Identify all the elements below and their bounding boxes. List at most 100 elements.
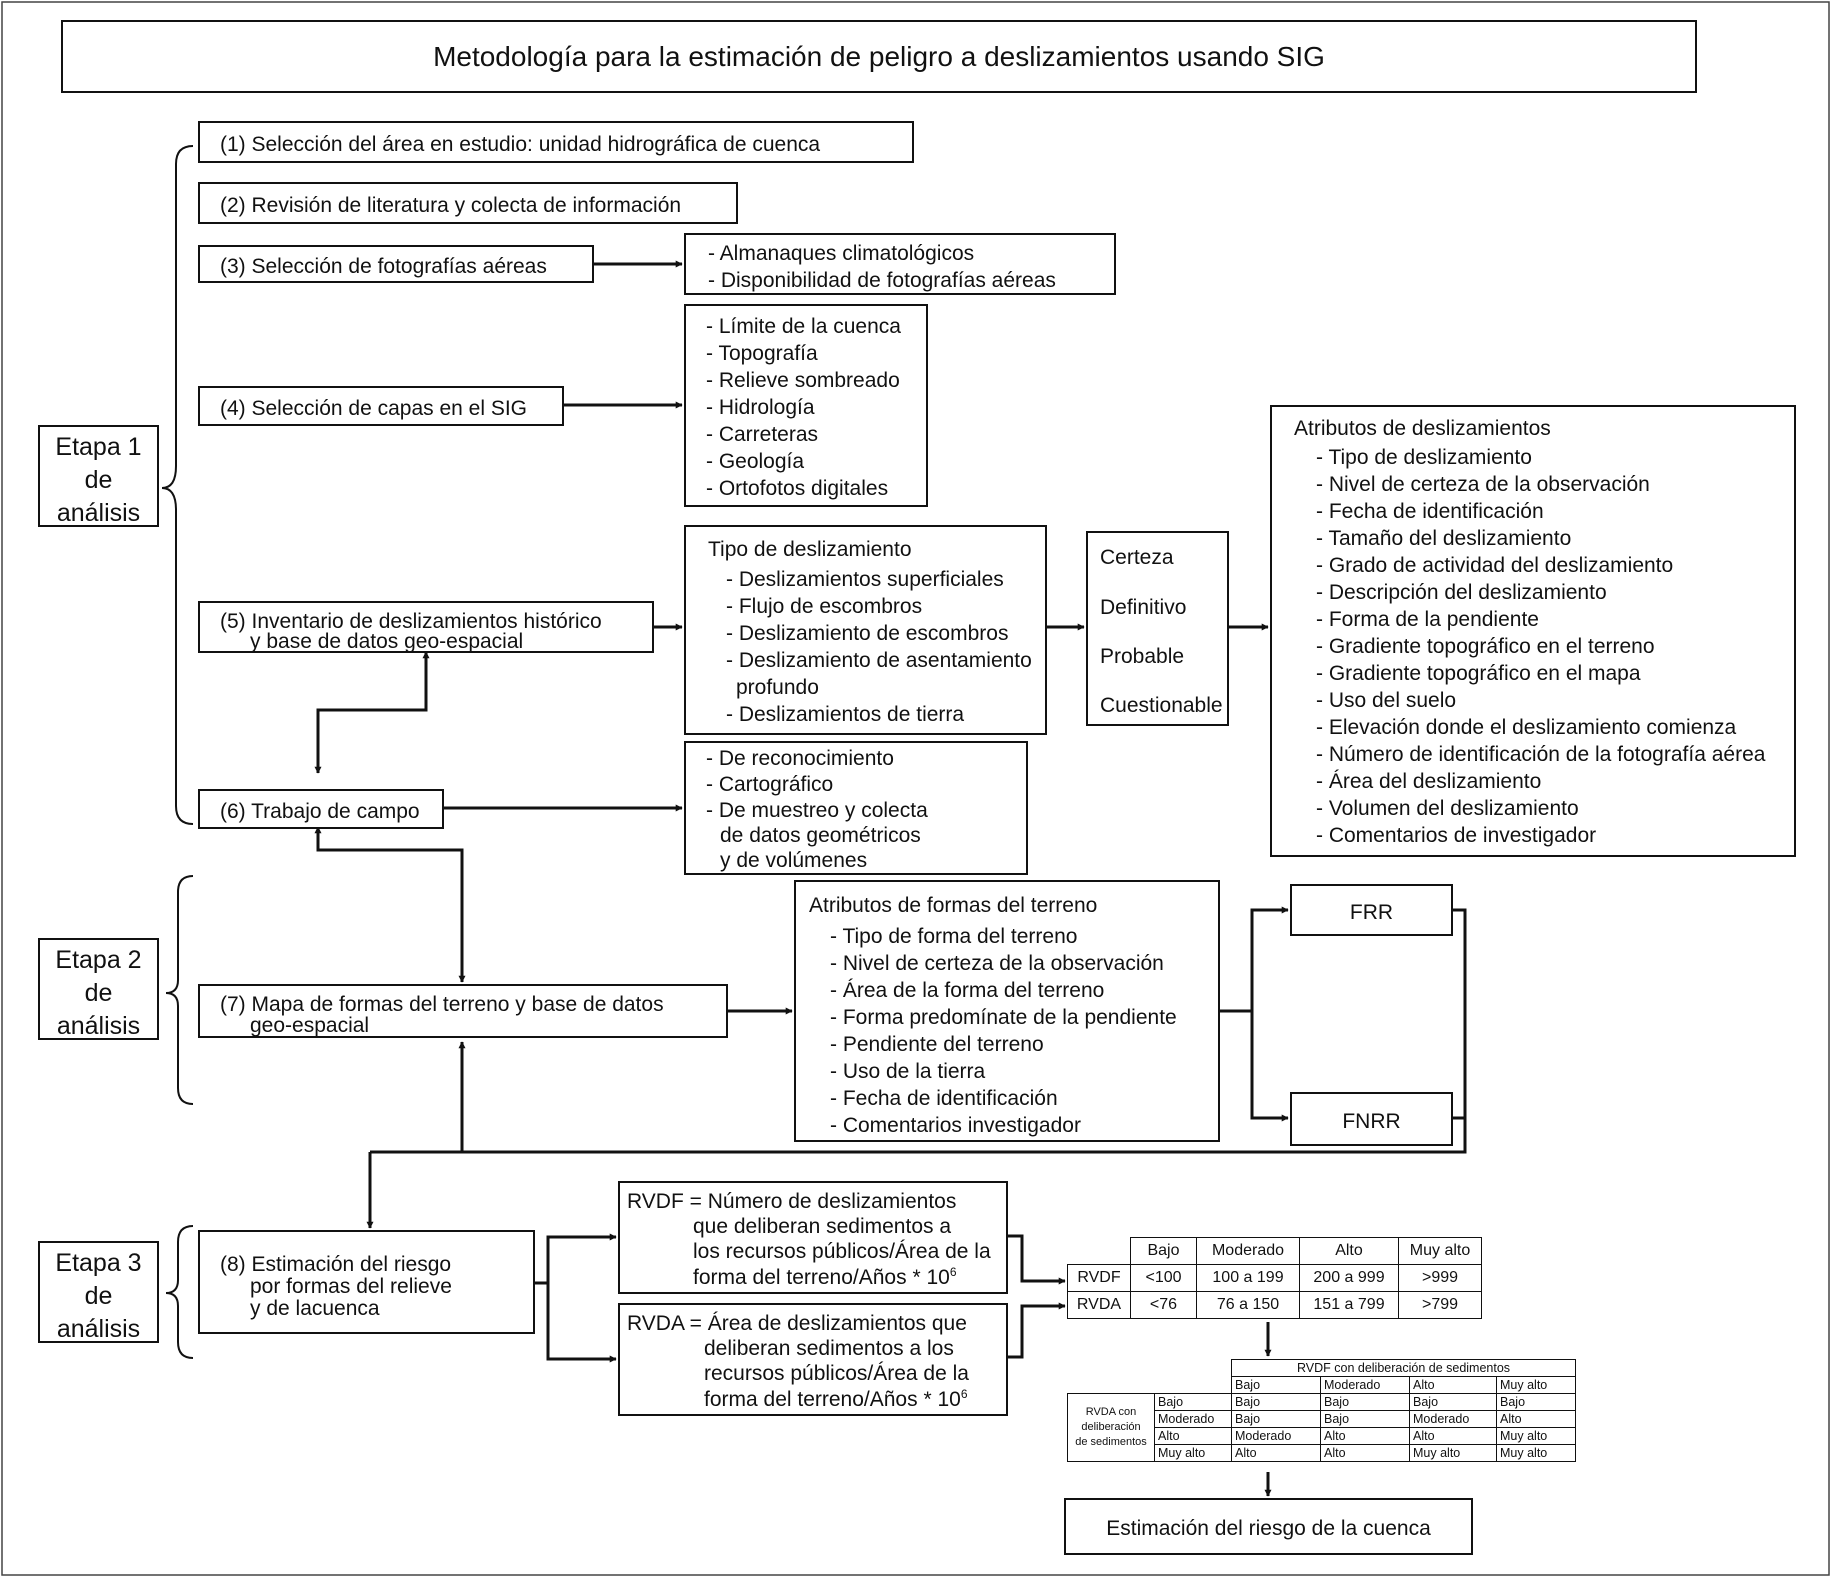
- matrix-column-title: RVDF con deliberación de sedimentos: [1230, 1359, 1577, 1377]
- rvda-line: recursos públicos/Área de la: [704, 1362, 969, 1385]
- matrix-cell: Bajo: [1409, 1393, 1497, 1411]
- table-row: Muy alto Alto Alto Muy alto Muy alto: [1068, 1444, 1577, 1462]
- class-table-cell: 151 a 799: [1299, 1291, 1399, 1319]
- certainty-level: Cuestionable: [1100, 694, 1223, 717]
- brace-etapa3: [165, 1225, 194, 1359]
- rvdf-line: forma del terreno/Años * 106: [693, 1266, 957, 1288]
- rvda-line: deliberan sedimentos a los: [704, 1337, 954, 1360]
- stage-1-line-1: Etapa 1: [55, 433, 142, 461]
- matrix-cell: Alto: [1409, 1427, 1497, 1445]
- step-8-line-3: y de lacuenca: [250, 1297, 380, 1320]
- class-table-corner: [1068, 1238, 1131, 1265]
- arrow-rvda-table: [1007, 1302, 1066, 1359]
- step-5-line-1: (5) Inventario de deslizamientos históri…: [220, 610, 602, 633]
- terrain-attribute-item: - Comentarios investigador: [830, 1114, 1081, 1137]
- gis-layer-item: - Carreteras: [706, 423, 819, 446]
- table-row: RVDA con deliberación de sedimentos Bajo…: [1067, 1393, 1577, 1462]
- rvda-exponent: 6: [960, 1387, 968, 1401]
- photo-source-item: - Almanaques climatológicos: [708, 242, 975, 265]
- terrain-attribute-item: - Nivel de certeza de la observación: [830, 952, 1164, 975]
- rvdf-exponent: 6: [949, 1265, 957, 1279]
- landslide-type-item: - Flujo de escombros: [726, 595, 923, 618]
- class-table-header-row: Bajo Moderado Alto Muy alto: [1068, 1237, 1482, 1265]
- step-7-line-1: (7) Mapa de formas del terreno y base de…: [220, 993, 664, 1016]
- fnrr-box: FNRR: [1290, 1092, 1453, 1146]
- step-5-box: (5) Inventario de deslizamientos históri…: [198, 601, 654, 653]
- matrix-column-level: Bajo: [1231, 1376, 1321, 1394]
- certainty-box: Certeza Definitivo Probable Cuestionable: [1086, 531, 1229, 726]
- matrix-cell: Muy alto: [1495, 1444, 1577, 1462]
- stage-2-label: Etapa 2 de análisis: [38, 938, 159, 1040]
- step-6-text: (6) Trabajo de campo: [220, 800, 420, 823]
- gis-layer-item: - Límite de la cuenca: [706, 315, 901, 338]
- page-title: Metodología para la estimación de peligr…: [433, 41, 1325, 72]
- rvdf-line: que deliberan sedimentos a: [693, 1215, 952, 1238]
- gis-layer-item: - Relieve sombreado: [706, 369, 900, 392]
- matrix-column-level: Alto: [1409, 1376, 1497, 1394]
- landslide-attribute-item: - Grado de actividad del deslizamiento: [1316, 554, 1674, 577]
- arrow-rvdf-table: [1007, 1234, 1066, 1285]
- certainty-level: Probable: [1100, 645, 1185, 668]
- photo-source-item: - Disponibilidad de fotografías aéreas: [708, 269, 1056, 292]
- stage-1-line-2: de: [84, 466, 113, 494]
- step-8-line-1: (8) Estimación del riesgo: [220, 1253, 452, 1276]
- stage-3-line-2: de: [84, 1282, 113, 1310]
- matrix-cell: Bajo: [1495, 1393, 1577, 1411]
- stage-2-line-3: análisis: [56, 1012, 141, 1040]
- class-table-cell: <76: [1130, 1291, 1197, 1319]
- gis-layers-box: - Límite de la cuenca - Topografía - Rel…: [684, 304, 928, 507]
- matrix-row-title-line: de sedimentos: [1075, 1436, 1147, 1448]
- landslide-attributes-heading: Atributos de deslizamientos: [1294, 417, 1551, 440]
- landslide-attribute-item: - Comentarios de investigador: [1316, 824, 1597, 847]
- matrix-cell: Moderado: [1231, 1427, 1321, 1445]
- landslide-type-item: - Deslizamientos de tierra: [726, 703, 965, 726]
- photo-sources-box: - Almanaques climatológicos - Disponibil…: [684, 233, 1116, 295]
- matrix-corner-2: [1068, 1377, 1232, 1394]
- matrix-cell: Bajo: [1320, 1410, 1410, 1428]
- matrix-cell: Alto: [1320, 1444, 1410, 1462]
- gis-layer-item: - Topografía: [706, 342, 818, 365]
- step-7-line-2: geo-espacial: [250, 1014, 370, 1037]
- fieldwork-item: - De muestreo y colecta: [706, 799, 928, 822]
- matrix-column-level: Moderado: [1320, 1376, 1410, 1394]
- step-7-box: (7) Mapa de formas del terreno y base de…: [198, 984, 728, 1038]
- matrix-cell: Bajo: [1231, 1410, 1321, 1428]
- matrix-cell: Bajo: [1231, 1393, 1321, 1411]
- title-box: Metodología para la estimación de peligr…: [61, 20, 1697, 93]
- rvda-line-text: forma del terreno/Años * 10: [704, 1388, 961, 1411]
- fieldwork-item: de datos geométricos: [720, 824, 921, 847]
- landslide-attribute-item: - Descripción del deslizamiento: [1316, 581, 1607, 604]
- class-table-header: Bajo: [1130, 1237, 1197, 1265]
- step-3-text: (3) Selección de fotografías aéreas: [220, 255, 547, 278]
- step-2-box: (2) Revisión de literatura y colecta de …: [198, 182, 738, 224]
- landslide-attribute-item: - Nivel de certeza de la observación: [1316, 473, 1650, 496]
- fieldwork-item: y de volúmenes: [720, 849, 868, 872]
- landslide-type-item: - Deslizamientos superficiales: [726, 568, 1004, 591]
- stage-3-line-3: análisis: [56, 1315, 141, 1343]
- arrow-s8-rvda: [546, 1283, 617, 1363]
- step-3-box: (3) Selección de fotografías aéreas: [198, 245, 594, 283]
- matrix-cell: Moderado: [1409, 1410, 1497, 1428]
- matrix-cell: Bajo: [1320, 1393, 1410, 1411]
- matrix-row-title: RVDA con deliberación de sedimentos: [1067, 1393, 1155, 1462]
- landslide-attribute-item: - Número de identificación de la fotogra…: [1316, 743, 1766, 766]
- landslide-attribute-item: - Forma de la pendiente: [1316, 608, 1539, 631]
- matrix-row-title-line: deliberación: [1081, 1421, 1141, 1433]
- class-table-header: Moderado: [1196, 1237, 1300, 1265]
- rvda-line: forma del terreno/Años * 106: [704, 1388, 968, 1410]
- table-row: RVDA <76 76 a 150 151 a 799 >799: [1067, 1291, 1482, 1319]
- rvda-line: RVDA = Área de deslizamientos que: [627, 1312, 967, 1335]
- rvdf-line: los recursos públicos/Área de la: [693, 1240, 991, 1263]
- final-estimate-box: Estimación del riesgo de la cuenca: [1064, 1498, 1473, 1555]
- rvdf-definition-box: RVDF = Número de deslizamientos que deli…: [618, 1181, 1008, 1294]
- matrix-corner: [1068, 1360, 1232, 1377]
- class-table-cell: 100 a 199: [1196, 1264, 1300, 1292]
- table-row: Alto Moderado Alto Alto Muy alto: [1068, 1427, 1577, 1445]
- landslide-attribute-item: - Área del deslizamiento: [1316, 770, 1542, 793]
- table-row: RVDF <100 100 a 199 200 a 999 >999: [1067, 1264, 1482, 1292]
- gis-layer-item: - Geología: [706, 450, 805, 473]
- fieldwork-item: - De reconocimiento: [706, 747, 894, 770]
- class-table-cell: 76 a 150: [1196, 1291, 1300, 1319]
- matrix-cell: Alto: [1231, 1444, 1321, 1462]
- landslide-type-item: profundo: [736, 676, 819, 699]
